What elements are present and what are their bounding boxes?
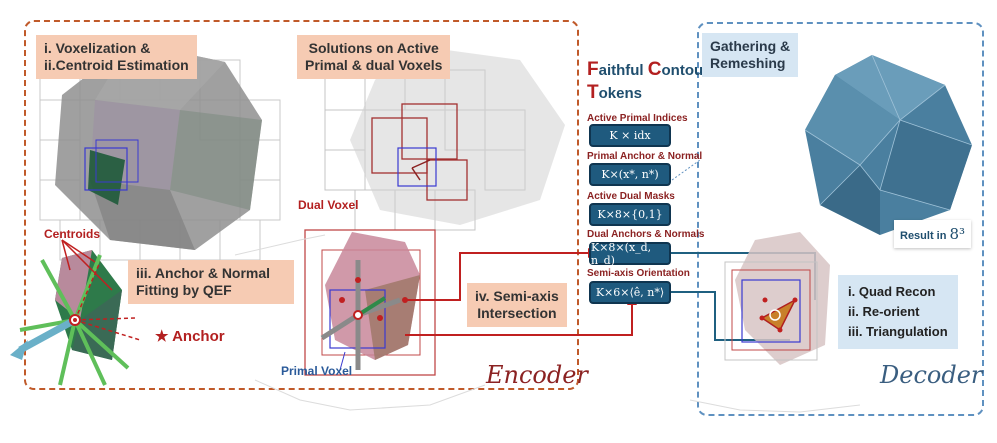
gather-line2: Remeshing xyxy=(710,55,786,71)
dual-voxel-shape xyxy=(304,229,436,376)
step-solutions-label: Solutions on Active Primal & dual Voxels xyxy=(297,35,451,79)
step-semi-axis-label: iv. Semi-axis Intersection xyxy=(467,283,567,327)
step4-line2: Intersection xyxy=(477,305,557,321)
step-anchor-fitting-label: iii. Anchor & Normal Fitting by QEF xyxy=(128,260,294,304)
token-label-3: Dual Anchors & Normals xyxy=(587,229,705,240)
blue-polyhedron xyxy=(804,54,973,235)
decoder-step-3: iii. Triangulation xyxy=(848,324,948,339)
token-label-4: Semi-axis Orientation xyxy=(587,268,690,279)
tokens-title: Faithful Contour Tokens xyxy=(587,59,717,105)
step1-line2: ii.Centroid Estimation xyxy=(44,57,189,73)
token-box-2: K×8×{0,1} xyxy=(589,203,671,226)
token-label-1: Primal Anchor & Normal xyxy=(587,151,703,162)
gray-polyhedron xyxy=(55,42,262,250)
star-icon: ★ xyxy=(155,328,169,345)
primal-voxel-label: Primal Voxel xyxy=(281,364,353,378)
fitting-shape xyxy=(10,239,141,386)
step1-line1: i. Voxelization & xyxy=(44,40,151,56)
active-voxels xyxy=(371,103,468,201)
encoder-frame xyxy=(24,20,579,390)
encoder-title: Encoder xyxy=(486,361,588,389)
gathering-label: Gathering & Remeshing xyxy=(702,33,799,77)
decoder-step-2: ii. Re-orient xyxy=(848,304,920,319)
token-box-3: K×8×(x_d, n_d) xyxy=(589,241,671,267)
decoder-steps: i. Quad Recon ii. Re-orient iii. Triangu… xyxy=(838,275,958,349)
token-label-0: Active Primal Indices xyxy=(587,113,688,124)
decoder-title: Decoder xyxy=(880,361,983,389)
gather-line1: Gathering & xyxy=(710,38,791,54)
token-label-2: Active Dual Masks xyxy=(587,191,675,202)
solutions-line2: Primal & dual Voxels xyxy=(305,57,443,73)
result-badge: Result in 8³ xyxy=(894,220,972,248)
step-voxelization-label: i. Voxelization & ii.Centroid Estimation xyxy=(36,35,197,79)
step4-line1: iv. Semi-axis xyxy=(475,288,559,304)
dual-voxel-label: Dual Voxel xyxy=(298,198,359,212)
step3-line1: iii. Anchor & Normal xyxy=(136,265,271,281)
centroids-label: Centroids xyxy=(44,227,101,241)
solutions-line1: Solutions on Active xyxy=(308,40,439,56)
step3-line2: Fitting by QEF xyxy=(136,282,232,298)
anchor-label: ★ Anchor xyxy=(155,327,225,345)
result-value: 8³ xyxy=(949,225,966,243)
decoder-local-mesh xyxy=(724,232,830,365)
decoder-step-1: i. Quad Recon xyxy=(848,284,936,299)
result-text: Result in xyxy=(900,230,950,242)
connectors xyxy=(405,252,633,336)
tokens-title-line1: Faithful Contour xyxy=(587,59,709,80)
decoder-frame xyxy=(697,22,984,416)
anchor-label-text: Anchor xyxy=(172,328,225,345)
token-box-4: K×6×⟨ê, n*⟩ xyxy=(589,281,671,304)
tokens-title-line2: Tokens xyxy=(587,82,642,103)
token-box-1: K×(x*, n*) xyxy=(589,163,671,186)
token-box-0: K × idx xyxy=(589,124,671,147)
